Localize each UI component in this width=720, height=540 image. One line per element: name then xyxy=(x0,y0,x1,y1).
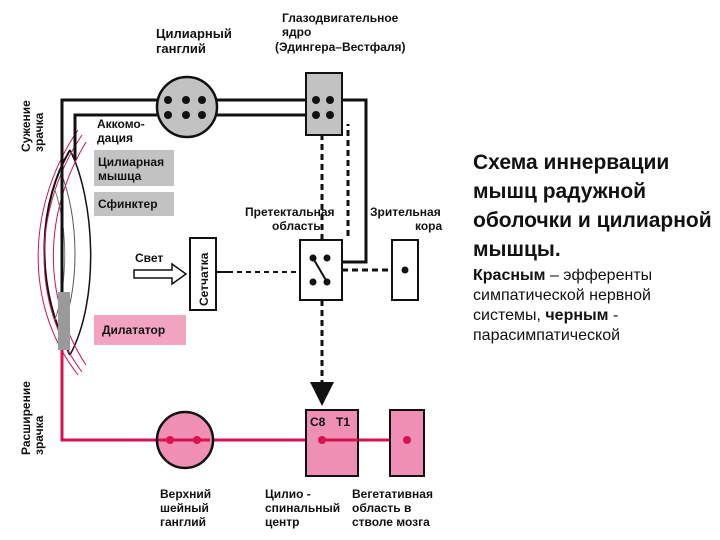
caption-legend: Красным – эфференты симпатической нервно… xyxy=(473,266,713,346)
ciliary-ganglion-label: Цилиарный ганглий xyxy=(156,26,235,56)
oculomotor-nucleus xyxy=(305,72,343,136)
parasympathetic-pathways xyxy=(60,98,392,406)
legend-part1: – эфференты симпатической нервной систем… xyxy=(473,267,653,324)
dilation-label: Расширение зрачка xyxy=(19,378,46,455)
legend-black-word: черным xyxy=(545,307,609,324)
oculomotor-nucleus-label: Глазодвигательное ядро (Эдингера–Вестфал… xyxy=(275,11,406,54)
constriction-label: Сужение зрачка xyxy=(19,97,46,152)
eye-structure xyxy=(37,129,92,376)
retina-label: Сетчатка xyxy=(197,252,211,306)
superior-cervical-ganglion xyxy=(155,410,215,470)
ciliospinal-center xyxy=(305,409,359,477)
retina-box xyxy=(189,237,217,311)
pretectal-area-label: Претектальная область xyxy=(245,205,338,233)
dilator-label: Дилататор xyxy=(102,323,165,337)
ciliary-muscle-box xyxy=(94,150,174,186)
legend-part2: - парасимпатической xyxy=(473,307,621,344)
ciliospinal-center-label: Цилио - спинальный центр xyxy=(265,487,343,529)
caption-title: Схема иннервации мышц радужной оболочки … xyxy=(473,151,712,261)
autonomic-brainstem-area xyxy=(389,409,425,477)
segment-c8-label: C8 xyxy=(310,415,326,429)
ciliary-ganglion xyxy=(155,75,219,139)
light-label: Свет xyxy=(135,251,163,265)
sympathetic-pathways xyxy=(60,350,390,442)
visual-cortex-label: Зрительная кора xyxy=(370,205,444,233)
sphincter-label: Сфинктер xyxy=(98,197,158,211)
dilator-box xyxy=(94,315,186,345)
autonomic-area-label: Вегетативная область в стволе мозга xyxy=(352,487,436,529)
sphincter-box xyxy=(94,192,174,216)
legend-red-word: Красным xyxy=(473,267,546,284)
pretectal-area xyxy=(299,239,343,301)
accommodation-label: Аккомо- дация xyxy=(97,117,148,145)
segment-t1-label: T1 xyxy=(336,415,350,429)
superior-cervical-ganglion-label: Верхний шейный ганглий xyxy=(160,487,215,529)
caption: Схема иннервации мышц радужной оболочки … xyxy=(473,148,713,346)
visual-cortex xyxy=(391,239,419,301)
ciliary-muscle-label: Цилиарная мышца xyxy=(98,155,167,183)
light-arrow xyxy=(133,262,188,286)
